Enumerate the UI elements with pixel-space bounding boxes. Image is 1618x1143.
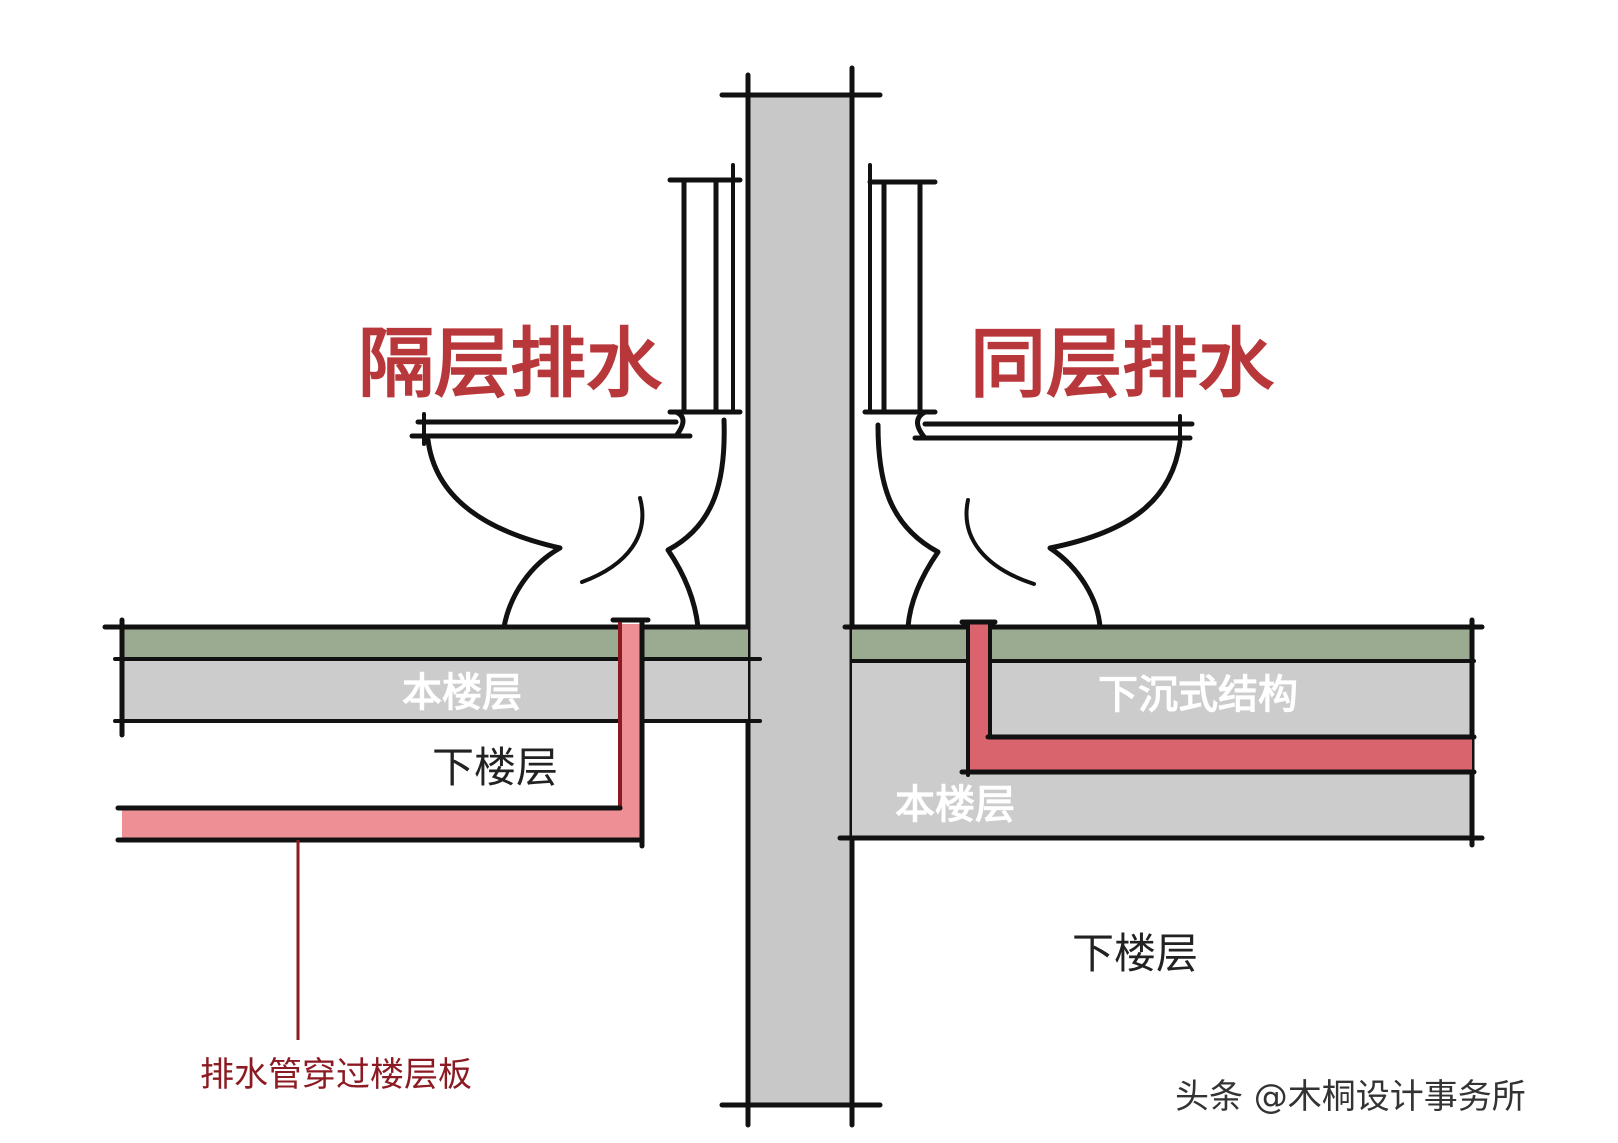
- right-sunken-structure-label: 下沉式结构: [1098, 672, 1298, 718]
- right-sunken-slab: [837, 617, 1485, 848]
- left-title: 隔层排水: [358, 322, 663, 407]
- right-title: 同层排水: [970, 322, 1275, 407]
- left-floor-slab-label: 本楼层: [402, 670, 522, 716]
- center-wall: [719, 65, 883, 1128]
- watermark: 头条 @木桐设计事务所: [1175, 1077, 1526, 1117]
- left-lower-floor-label: 下楼层: [432, 743, 558, 792]
- left-toilet-icon: [409, 163, 743, 630]
- right-drain-pipe: [959, 619, 1477, 777]
- right-lower-floor-label: 下楼层: [1072, 929, 1198, 978]
- right-floor-slab-label: 本楼层: [895, 782, 1015, 828]
- left-drain-pipe: [115, 617, 651, 1040]
- right-toilet-icon: [862, 163, 1195, 630]
- pipe-callout-label: 排水管穿过楼层板: [200, 1055, 472, 1095]
